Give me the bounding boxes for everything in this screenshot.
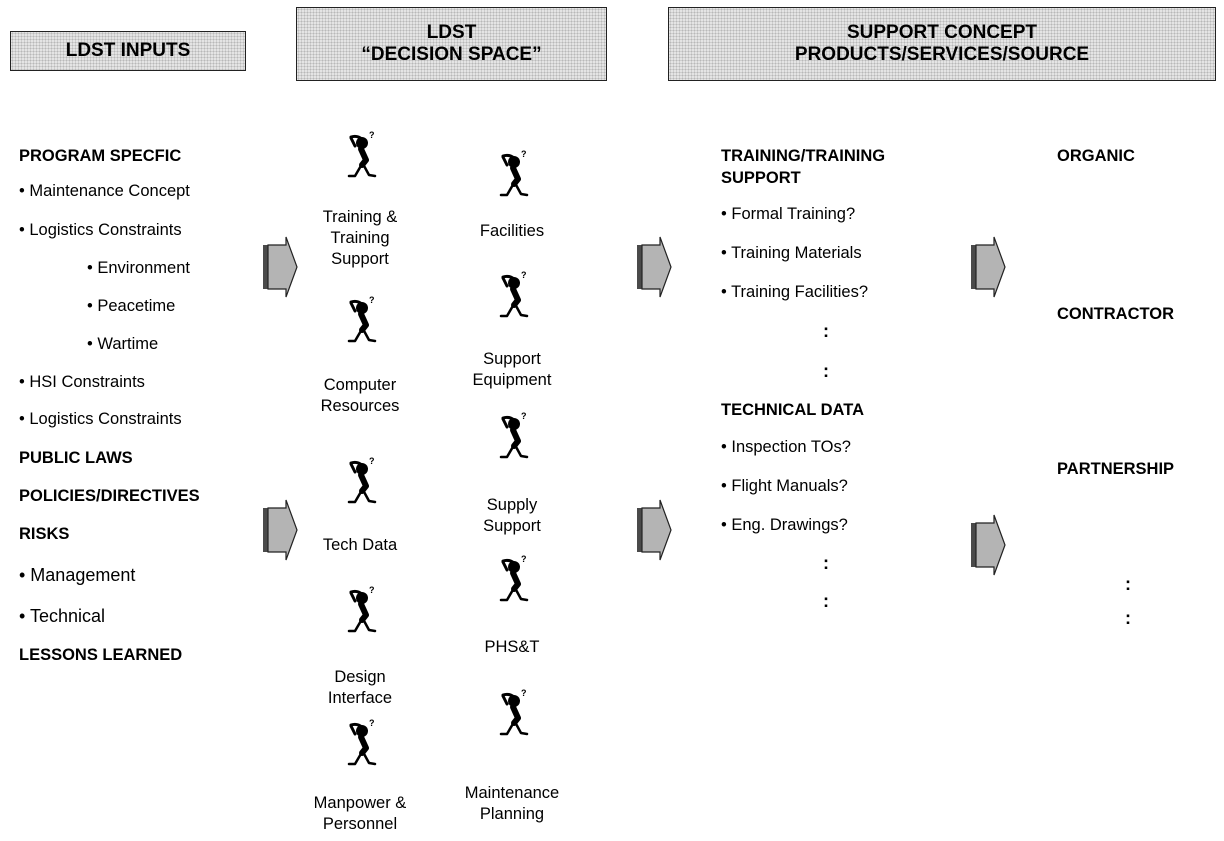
label-computer-resources-line-1: Computer xyxy=(323,376,397,394)
input-hsi-constraints: • HSI Constraints xyxy=(19,373,145,391)
training-heading-line-1: TRAINING/TRAINING xyxy=(721,147,886,165)
thinking-person-icon: ? xyxy=(342,717,386,769)
label-maintenance-planning-line-1: Maintenance xyxy=(464,784,560,802)
svg-text:?: ? xyxy=(369,456,375,466)
svg-text:?: ? xyxy=(369,718,375,728)
input-management: • Management xyxy=(19,565,136,585)
ellipsis-dots: : xyxy=(1125,574,1131,594)
thinking-person-icon: ? xyxy=(342,584,386,636)
header-support-concept: SUPPORT CONCEPT PRODUCTS/SERVICES/SOURCE xyxy=(668,7,1216,81)
thinking-person-icon: ? xyxy=(494,553,538,605)
header-decision-space-line-2: “DECISION SPACE” xyxy=(361,44,542,65)
ellipsis-dots: : xyxy=(823,361,829,381)
ellipsis-dots: : xyxy=(823,553,829,573)
thinking-person-icon: ? xyxy=(494,687,538,739)
header-support-concept-line-2: PRODUCTS/SERVICES/SOURCE xyxy=(794,44,1090,65)
thinking-person-icon: ? xyxy=(342,129,386,181)
input-wartime: • Wartime xyxy=(87,335,159,353)
label-training-support-line-3: Support xyxy=(331,250,389,268)
label-supply-support-line-2: Support xyxy=(483,517,541,535)
label-phst: PHS&T xyxy=(452,637,572,658)
source-organic: ORGANIC xyxy=(1057,147,1135,165)
right-arrow-icon xyxy=(636,236,672,298)
support-eng-drawings: • Eng. Drawings? xyxy=(721,516,848,534)
support-inspection-tos: • Inspection TOs? xyxy=(721,438,851,456)
input-technical: • Technical xyxy=(19,606,106,626)
header-decision-space-line-1: LDST xyxy=(426,22,477,43)
label-manpower-personnel-line-2: Personnel xyxy=(322,815,398,833)
right-arrow-icon xyxy=(970,514,1006,576)
thinking-person-icon: ? xyxy=(494,269,538,321)
label-tech-data-line-1: Tech Data xyxy=(322,536,398,554)
program-specific-heading: PROGRAM SPECFIC xyxy=(19,147,182,165)
training-heading-line-2: SUPPORT xyxy=(721,169,801,187)
header-ldst-inputs-text: LDST INPUTS xyxy=(65,40,191,61)
support-flight-manuals: • Flight Manuals? xyxy=(721,477,848,495)
svg-text:?: ? xyxy=(521,688,527,698)
label-design-interface: Design Interface xyxy=(300,667,420,709)
technical-data-heading: TECHNICAL DATA xyxy=(721,401,864,419)
ellipsis-dots: : xyxy=(823,591,829,611)
thinking-person-icon: ? xyxy=(494,148,538,200)
ellipsis-dots: : xyxy=(823,321,829,341)
header-support-concept-line-1: SUPPORT CONCEPT xyxy=(846,22,1038,43)
ellipsis-dots: : xyxy=(1125,608,1131,628)
svg-text:?: ? xyxy=(521,411,527,421)
label-computer-resources-line-2: Resources xyxy=(320,397,400,415)
svg-text:?: ? xyxy=(521,149,527,159)
thinking-person-icon: ? xyxy=(342,455,386,507)
risks-heading: RISKS xyxy=(19,525,70,543)
label-facilities-line-1: Facilities xyxy=(479,222,545,240)
svg-text:?: ? xyxy=(369,295,375,305)
input-environment: • Environment xyxy=(87,259,190,277)
label-training-support: Training & Training Support xyxy=(300,207,420,270)
thinking-person-icon: ? xyxy=(342,294,386,346)
label-support-equipment-line-1: Support xyxy=(483,350,541,368)
svg-text:?: ? xyxy=(369,130,375,140)
label-manpower-personnel: Manpower & Personnel xyxy=(300,793,420,835)
input-maintenance-concept: • Maintenance Concept xyxy=(19,182,190,200)
support-formal-training: • Formal Training? xyxy=(721,205,856,223)
label-computer-resources: Computer Resources xyxy=(300,375,420,417)
training-heading: TRAINING/TRAINING SUPPORT xyxy=(721,145,885,189)
support-training-facilities: • Training Facilities? xyxy=(721,283,869,301)
header-decision-space: LDST “DECISION SPACE” xyxy=(296,7,607,81)
label-supply-support: Supply Support xyxy=(452,495,572,537)
right-arrow-icon xyxy=(970,236,1006,298)
source-contractor: CONTRACTOR xyxy=(1057,305,1175,323)
label-manpower-personnel-line-1: Manpower & xyxy=(313,794,407,812)
label-design-interface-line-2: Interface xyxy=(327,689,393,707)
label-training-support-line-1: Training & xyxy=(322,208,398,226)
label-maintenance-planning: Maintenance Planning xyxy=(437,783,587,825)
support-training-materials: • Training Materials xyxy=(721,244,862,262)
label-training-support-line-2: Training xyxy=(330,229,390,247)
header-ldst-inputs: LDST INPUTS xyxy=(10,31,246,71)
svg-text:?: ? xyxy=(369,585,375,595)
label-supply-support-line-1: Supply xyxy=(486,496,538,514)
label-support-equipment-line-2: Equipment xyxy=(472,371,552,389)
right-arrow-icon xyxy=(262,236,298,298)
input-peacetime: • Peacetime xyxy=(87,297,176,315)
label-facilities: Facilities xyxy=(452,221,572,242)
input-logistics-constraints: • Logistics Constraints xyxy=(19,221,182,239)
right-arrow-icon xyxy=(636,499,672,561)
label-tech-data: Tech Data xyxy=(300,535,420,556)
label-phst-line-1: PHS&T xyxy=(484,638,540,656)
source-partnership: PARTNERSHIP xyxy=(1057,460,1175,478)
svg-text:?: ? xyxy=(521,270,527,280)
thinking-person-icon: ? xyxy=(494,410,538,462)
svg-text:?: ? xyxy=(521,554,527,564)
policies-heading: POLICIES/DIRECTIVES xyxy=(19,487,200,505)
input-logistics-constraints-2: • Logistics Constraints xyxy=(19,410,182,428)
lessons-learned-heading: LESSONS LEARNED xyxy=(19,646,183,664)
label-design-interface-line-1: Design xyxy=(334,668,386,686)
label-support-equipment: Support Equipment xyxy=(452,349,572,391)
label-maintenance-planning-line-2: Planning xyxy=(479,805,545,823)
public-laws-heading: PUBLIC LAWS xyxy=(19,449,133,467)
right-arrow-icon xyxy=(262,499,298,561)
